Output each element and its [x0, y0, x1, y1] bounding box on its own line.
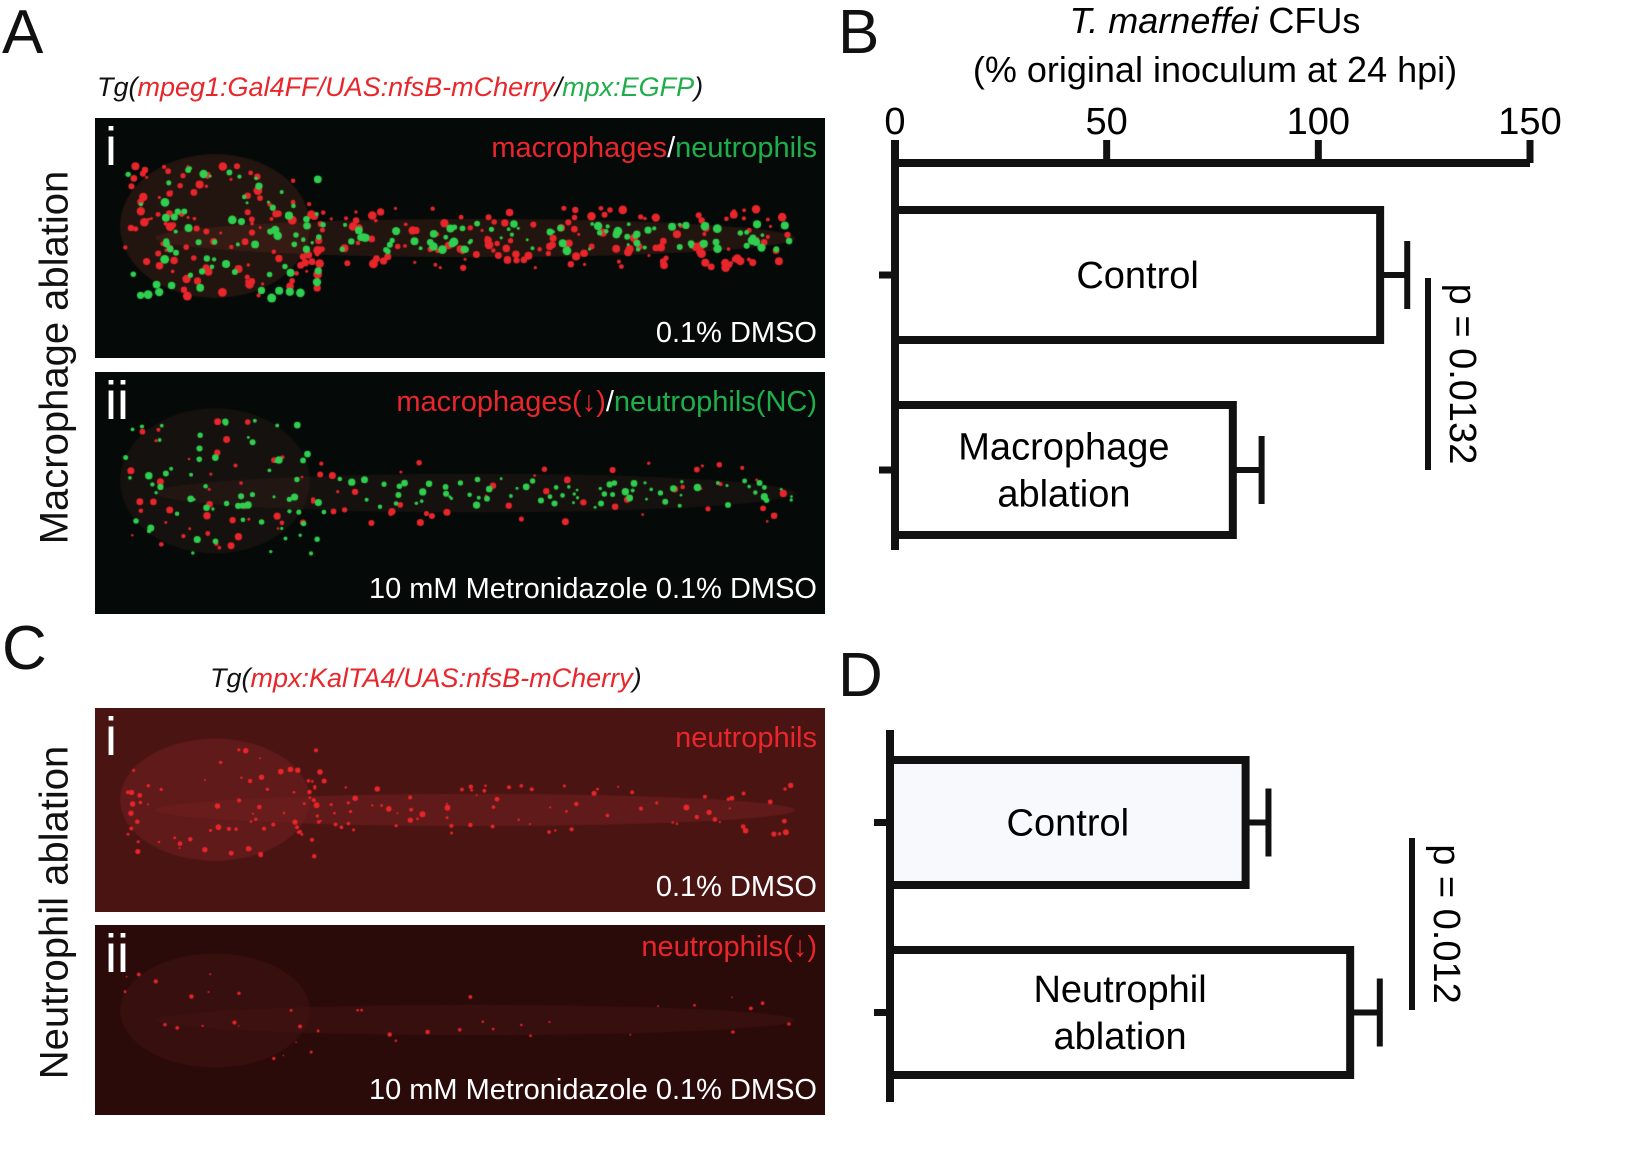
micrograph-caption-bottom: 10 mM Metronidazole 0.1% DMSO [368, 573, 817, 605]
panel-label-d: D [838, 641, 883, 710]
micrograph-caption-top: neutrophils [675, 722, 817, 754]
micrograph-a-i: i macrophages/neutrophils 0.1% DMSO [95, 118, 825, 358]
p-value-label: p = 0.0132 [1441, 284, 1483, 465]
genotype-text: ) [694, 72, 704, 102]
p-value-label: p = 0.012 [1425, 844, 1467, 1004]
micrograph-caption-bottom: 0.1% DMSO [655, 871, 817, 903]
micrograph-caption-bottom: 0.1% DMSO [655, 317, 817, 349]
micrograph-c-ii: ii neutrophils(↓) 10 mM Metronidazole 0.… [95, 925, 825, 1115]
x-tick-label: 100 [1287, 101, 1350, 143]
bar-label: Macrophage [958, 427, 1169, 469]
genotype-green: mpx:EGFP [562, 72, 695, 102]
bar [891, 401, 1237, 539]
bar-label: Neutrophil [1033, 969, 1206, 1011]
roman-numeral: i [105, 118, 117, 177]
roman-numeral: ii [105, 372, 129, 431]
title-rest: CFUs [1258, 0, 1360, 41]
genotype-text: ) [632, 663, 642, 693]
panel-label-c: C [2, 614, 47, 683]
x-axis-label: (% original inoculum at 24 hpi) [973, 49, 1457, 90]
bar-label: Control [1076, 255, 1199, 297]
bar [886, 946, 1355, 1079]
bar [886, 756, 1250, 889]
genotype-sep: / [554, 72, 563, 102]
chart-title: T. marneffei CFUs [1070, 0, 1361, 41]
title-italic: T. marneffei [1070, 0, 1260, 41]
bar [891, 206, 1385, 344]
roman-numeral: i [105, 708, 117, 767]
roman-numeral: ii [105, 925, 129, 984]
micrograph-caption-top: neutrophils(↓) [641, 931, 817, 963]
x-tick-label: 150 [1498, 101, 1561, 143]
genotype-text: Tg( [210, 663, 251, 693]
micrograph-c-i: i neutrophils 0.1% DMSO [95, 708, 825, 912]
micrograph-caption-top: macrophages/neutrophils [491, 132, 817, 164]
genotype-red: mpx:KalTA4/UAS:nfsB-mCherry [250, 663, 633, 693]
bar-label: ablation [1054, 1016, 1187, 1058]
micrograph-caption-bottom: 10 mM Metronidazole 0.1% DMSO [368, 1074, 817, 1106]
x-tick-label: 50 [1086, 101, 1128, 143]
bar-label: ablation [997, 474, 1130, 516]
genotype-text: Tg( [97, 72, 138, 102]
x-tick-label: 0 [884, 101, 905, 143]
genotype-red: mpeg1:Gal4FF/UAS:nfsB-mCherry [137, 72, 555, 102]
bar-label: Control [1007, 803, 1130, 845]
panel-label-b: B [838, 0, 880, 67]
micrograph-caption-top: macrophages(↓)/neutrophils(NC) [396, 386, 817, 418]
micrograph-a-ii: ii macrophages(↓)/neutrophils(NC) 10 mM … [95, 372, 825, 614]
panel-label-a: A [2, 0, 44, 67]
genotype-a: Tg(mpeg1:Gal4FF/UAS:nfsB-mCherry/mpx:EGF… [97, 72, 703, 103]
genotype-c: Tg(mpx:KalTA4/UAS:nfsB-mCherry) [210, 663, 642, 694]
